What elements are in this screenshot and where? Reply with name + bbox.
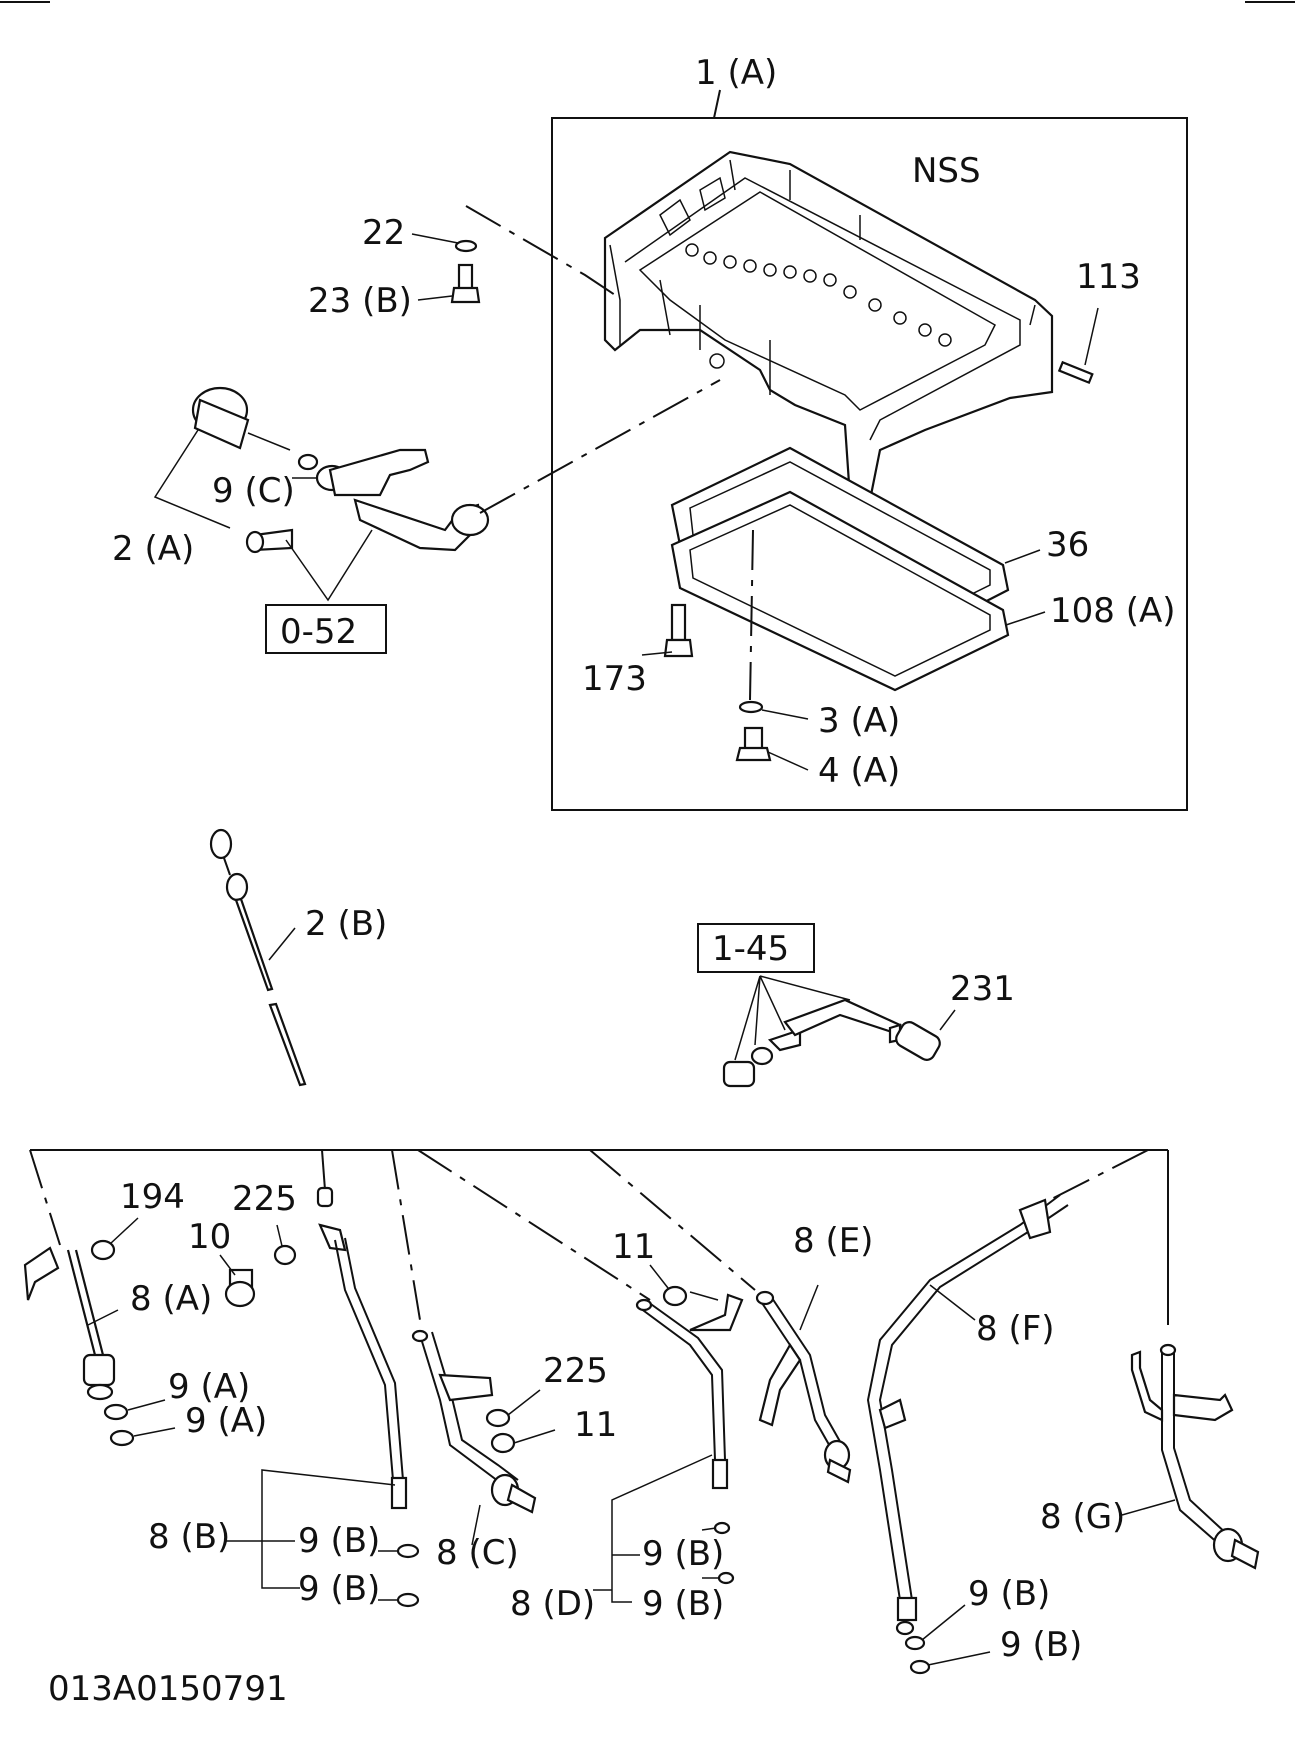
pipe-8d-leaders — [593, 1454, 735, 1603]
label-173: 173 — [582, 659, 647, 699]
pipe-8e — [755, 1284, 852, 1484]
label-36: 36 — [1046, 525, 1089, 565]
ref-box-1-45[interactable] — [697, 923, 815, 973]
label-2a: 2 (A) — [112, 529, 194, 569]
label-8c: 8 (C) — [436, 1533, 519, 1573]
label-3a: 3 (A) — [818, 701, 900, 741]
label-9c: 9 (C) — [212, 471, 295, 511]
label-1a: 1 (A) — [695, 53, 777, 93]
label-8a: 8 (A) — [130, 1279, 212, 1319]
pipe-8f — [866, 1194, 1069, 1636]
drain-plug-set — [735, 529, 809, 771]
label-9a-1: 9 (A) — [168, 1367, 250, 1407]
bolt-10 — [219, 1254, 256, 1308]
pipe-8d — [635, 1293, 744, 1490]
label-10: 10 — [188, 1217, 231, 1257]
lower-frame — [29, 1149, 1169, 1325]
nut-11-a — [649, 1264, 719, 1307]
label-1-45[interactable]: 1-45 — [712, 929, 789, 969]
label-225-b: 225 — [543, 1351, 608, 1391]
dipstick-2b — [209, 828, 307, 1087]
label-8f: 8 (F) — [976, 1309, 1055, 1349]
bolt-23b-washer-22 — [411, 205, 616, 304]
pin-113 — [1057, 307, 1099, 385]
label-9b-6: 9 (B) — [1000, 1625, 1082, 1665]
label-113: 113 — [1076, 257, 1141, 297]
label-9b-1: 9 (B) — [298, 1521, 380, 1561]
label-194: 194 — [120, 1177, 185, 1217]
pipe-8g — [1121, 1343, 1260, 1570]
nut-11-b — [490, 1429, 556, 1454]
pipe-8b — [316, 1186, 408, 1510]
gasket-108a — [670, 490, 1010, 692]
callouts: 1 (A) NSS 22 23 (B) 113 9 (C) 2 (A) 36 1… — [48, 53, 1176, 1709]
bracket-assembly-231 — [722, 975, 956, 1088]
label-231: 231 — [950, 969, 1015, 1009]
washer-225-a — [273, 1224, 297, 1266]
pipe-8a — [23, 1246, 119, 1401]
diagram-id: 013A0150791 — [48, 1669, 288, 1709]
pipe-8b-leaders — [225, 1469, 420, 1608]
label-225-a: 225 — [232, 1179, 297, 1219]
label-8d: 8 (D) — [510, 1584, 595, 1624]
nut-194 — [90, 1217, 139, 1261]
label-9b-3: 9 (B) — [642, 1534, 724, 1574]
label-9b-2: 9 (B) — [298, 1569, 380, 1609]
filler-cap-assembly — [153, 379, 721, 554]
label-8g: 8 (G) — [1040, 1497, 1125, 1537]
label-8e: 8 (E) — [793, 1221, 873, 1261]
assembly-box-1a — [551, 89, 1188, 811]
label-22: 22 — [362, 213, 405, 253]
washer-225-b — [485, 1389, 541, 1428]
label-11-a: 11 — [612, 1227, 655, 1267]
label-9a-2: 9 (A) — [185, 1401, 267, 1441]
oil-pan-case — [603, 150, 1054, 502]
label-0-52[interactable]: 0-52 — [280, 612, 357, 652]
ref-box-0-52[interactable] — [265, 604, 387, 654]
label-2b: 2 (B) — [305, 904, 387, 944]
ref-0-52-leaders — [285, 529, 373, 602]
bolt-173 — [663, 603, 694, 658]
label-4a: 4 (A) — [818, 751, 900, 791]
label-9b-4: 9 (B) — [642, 1584, 724, 1624]
label-8b: 8 (B) — [148, 1517, 230, 1557]
label-11-b: 11 — [574, 1405, 617, 1445]
label-23b: 23 (B) — [308, 281, 412, 321]
pipe-8c — [411, 1329, 537, 1546]
washers-9a — [103, 1399, 176, 1447]
label-9b-5: 9 (B) — [968, 1574, 1050, 1614]
label-108a: 108 (A) — [1050, 591, 1176, 631]
washers-9b-f — [904, 1604, 991, 1675]
label-nss: NSS — [912, 151, 981, 191]
